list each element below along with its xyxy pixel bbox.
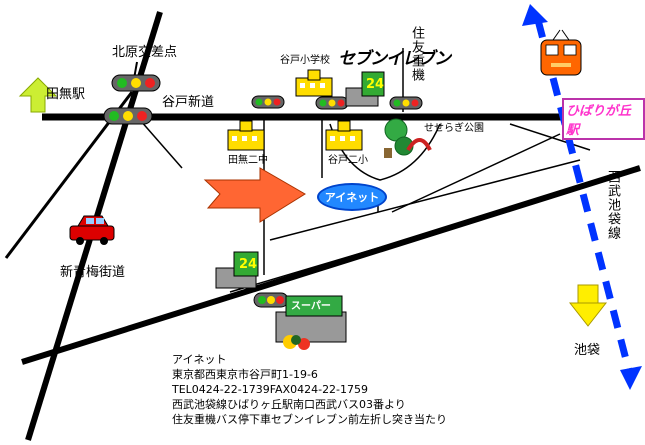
seseragi-park-label: せせらぎ公園 xyxy=(424,123,484,134)
road-east-4 xyxy=(509,123,591,151)
tanashi-arrow-icon xyxy=(18,77,58,113)
ikebukuro-label: 池袋 xyxy=(574,343,601,358)
convenience-24-label: 24 xyxy=(239,257,258,272)
road-east-1 xyxy=(391,133,561,213)
company-address: 東京都西東京市谷戸町1-19-6 xyxy=(172,368,318,381)
directions-line-1: 西武池袋線ひばりヶ丘駅南口西武バス03番より xyxy=(172,398,406,411)
yato-shindo-label: 谷戸新道 xyxy=(162,95,215,110)
traffic-light-icon xyxy=(389,96,423,110)
address-block: アイネット 東京都西東京市谷戸町1-19-6 TEL0424-22-1739FA… xyxy=(172,352,447,427)
yato-elementary-label: 谷戸小学校 xyxy=(280,55,330,66)
seibu-ikebukuro-line xyxy=(534,19,634,376)
traffic-light-icon xyxy=(253,292,289,308)
convenience-24-label: 24 xyxy=(366,77,385,92)
rail-arrow-up-icon xyxy=(522,4,548,26)
park-icon xyxy=(384,118,432,158)
school-icon xyxy=(227,120,265,151)
kitahara-intersection-label: 北原交差点 xyxy=(112,45,178,60)
train-icon xyxy=(540,29,582,76)
traffic-light-icon xyxy=(251,95,285,109)
convenience-store-icon xyxy=(215,251,259,289)
car-icon xyxy=(69,215,115,245)
seibu-ikebukuro-line-label: 西武池袋線 xyxy=(605,170,620,240)
supermarket-label: スーパー xyxy=(291,301,331,312)
traffic-light-icon xyxy=(111,74,161,92)
ikebukuro-arrow-icon xyxy=(577,284,599,304)
seven-eleven-label: セブンイレブン xyxy=(338,49,451,69)
direction-arrow-icon xyxy=(203,167,306,223)
convenience-store-icon xyxy=(345,71,385,107)
company-name: アイネット xyxy=(172,353,227,366)
sumitomo-heavy-label: 住友重機 xyxy=(409,26,424,82)
road-east-2 xyxy=(269,159,581,241)
directions-line-2: 住友重機バス停下車セブンイレブン前左折し突き当たり xyxy=(172,413,447,426)
school-icon xyxy=(295,69,333,97)
shin-ome-kaido-label: 新青梅街道 xyxy=(60,265,126,280)
traffic-light-icon xyxy=(315,96,349,110)
supermarket-icon xyxy=(275,295,347,350)
road-east-3 xyxy=(229,239,406,293)
traffic-light-icon xyxy=(103,107,153,125)
yato-2nd-elementary-label: 谷戸二小 xyxy=(328,155,368,166)
company-phone-fax: TEL0424-22-1739FAX0424-22-1759 xyxy=(172,383,369,396)
road-bottom-diagonal xyxy=(21,165,641,365)
tanashi-station-label: 田無駅 xyxy=(46,87,86,102)
tanashi-2nd-junior-label: 田無二中 xyxy=(228,155,268,166)
school-icon xyxy=(325,120,363,151)
rail-arrow-down-icon xyxy=(620,366,642,390)
road-kitahara-se xyxy=(139,119,183,169)
ainet-marker: アイネット xyxy=(317,183,387,211)
hibarigaoka-station-label: ひばりが丘駅 xyxy=(562,98,645,140)
